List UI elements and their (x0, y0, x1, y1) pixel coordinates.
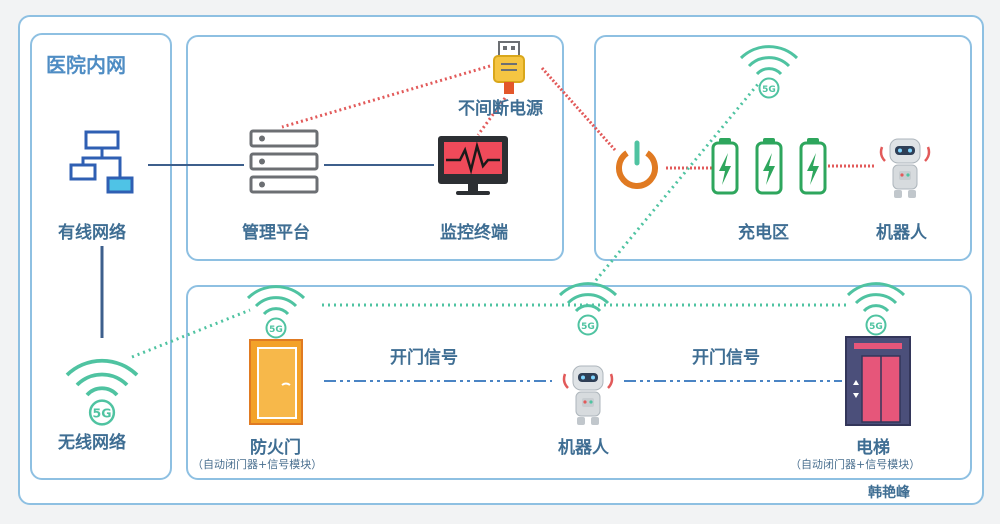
5g-badge-text: 5G (93, 406, 112, 421)
wired-network-label: 有线网络 (58, 223, 126, 243)
section-title-hospital-net: 医院内网 (46, 53, 126, 77)
5g-badge-text: 5G (762, 85, 776, 95)
elevator-label: 电梯 (856, 438, 890, 458)
management-platform-label: 管理平台 (242, 223, 310, 243)
fire-door-sublabel: （自动闭门器+信号模块） (192, 458, 323, 471)
5g-badge-text: 5G (869, 322, 883, 332)
monitor-terminal-label: 监控终端 (440, 223, 508, 243)
5g-badge-text: 5G (581, 322, 595, 332)
fire-door-label: 防火门 (250, 438, 301, 458)
robot-charging-label: 机器人 (876, 223, 927, 243)
corridor-to-charging-wifi-link (590, 83, 760, 286)
door-signal-label-2: 开门信号 (692, 348, 760, 368)
5g-badge-text: 5G (269, 325, 283, 335)
wireless-network-label: 无线网络 (58, 433, 126, 453)
elevator-sublabel: （自动闭门器+信号模块） (790, 458, 921, 471)
charging-zone-label: 充电区 (738, 223, 789, 243)
ups-label: 不间断电源 (458, 99, 543, 119)
author-signature: 韩艳峰 (868, 485, 910, 501)
door-signal-label-1: 开门信号 (390, 348, 458, 368)
robot-corridor-label: 机器人 (558, 438, 609, 458)
ups-to-mgmt-link (281, 64, 491, 129)
